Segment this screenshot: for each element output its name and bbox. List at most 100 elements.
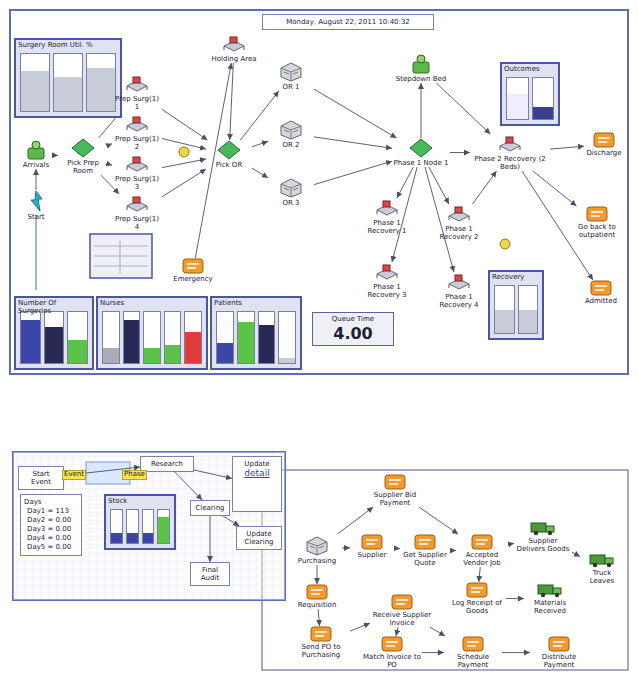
left-frame-ground xyxy=(13,452,285,600)
bar-track xyxy=(532,77,555,120)
process-icon: Phase 1 Recovery 4 xyxy=(428,272,490,309)
node-icon xyxy=(471,534,493,550)
diamond-outline xyxy=(409,138,433,158)
icon-shape xyxy=(531,523,546,532)
process-icon: Stepdown Bed xyxy=(394,54,448,83)
bar-track xyxy=(110,509,123,544)
node-label: Get Supplier Quote xyxy=(400,551,450,567)
flow-connector xyxy=(394,548,400,549)
node-icon xyxy=(278,176,304,198)
node-icon xyxy=(374,198,400,218)
chart-panel: Stock xyxy=(104,494,176,550)
node-label: Final Audit xyxy=(194,566,226,582)
icon-shape xyxy=(281,184,301,197)
bar-group xyxy=(20,311,88,364)
node-icon xyxy=(124,114,150,134)
node-label: Purchasing xyxy=(292,557,342,565)
icon-shape xyxy=(366,540,378,544)
process-box: Monday, August 22, 2011 10:40:32 xyxy=(262,14,434,30)
flow-connector xyxy=(422,652,444,653)
bar-track xyxy=(278,311,296,364)
node-label: Phase 1 Recovery 1 xyxy=(356,219,418,235)
node-label: Start xyxy=(18,213,54,221)
node-icon xyxy=(466,582,488,598)
node-icon xyxy=(391,594,413,610)
node-icon xyxy=(381,636,403,652)
node-icon xyxy=(124,74,150,94)
node-label: Discharge xyxy=(584,149,624,157)
bar-fill xyxy=(158,517,169,543)
node-label: Phase 1 Recovery 2 xyxy=(428,225,490,241)
node-label: Stock xyxy=(108,497,172,505)
process-icon: Holding Area xyxy=(208,34,260,63)
node-label: Surgery Room Util. % xyxy=(18,41,118,49)
bar-group xyxy=(110,509,170,544)
bar-fill xyxy=(143,533,154,543)
process-icon: Accepted Vendor Job xyxy=(456,534,508,567)
icon-shape xyxy=(534,531,538,535)
bar-group xyxy=(102,311,202,364)
icon-shape xyxy=(183,259,203,273)
icon-shape xyxy=(127,126,147,130)
left-frame xyxy=(13,452,285,600)
bar-track xyxy=(494,285,515,334)
bar-fill xyxy=(519,310,538,334)
icon-shape xyxy=(307,537,327,555)
process-icon: Prep Surg(1) 3 xyxy=(112,154,162,191)
process-icon: Phase 1 Recovery 3 xyxy=(356,262,418,299)
flow-connector xyxy=(162,109,207,140)
bar-track xyxy=(53,53,83,112)
bar-fill xyxy=(21,71,49,111)
bar-fill xyxy=(217,343,233,363)
icon-shape xyxy=(28,148,44,159)
process-icon: OR 3 xyxy=(268,176,314,207)
flow-connector xyxy=(210,516,211,562)
flow-connector xyxy=(533,171,576,206)
node-label: Number Of Surgeries xyxy=(18,299,90,315)
bar-track xyxy=(518,285,539,334)
process-icon: Arrivals xyxy=(16,140,56,169)
node-label: Prep Surg(1) 3 xyxy=(112,175,162,191)
flow-connector xyxy=(421,83,422,138)
process-icon: Prep Surg(1) 4 xyxy=(112,194,162,231)
node-label: Arrivals xyxy=(16,161,56,169)
node-icon xyxy=(278,60,304,82)
bar-group xyxy=(506,77,554,120)
node-label: Update Clearing xyxy=(240,530,278,546)
flow-connector xyxy=(506,598,524,599)
icon-shape xyxy=(32,141,40,149)
icon-shape xyxy=(281,63,301,81)
icon-shape xyxy=(449,284,469,288)
node-icon xyxy=(124,154,150,174)
flow-connector xyxy=(56,155,58,156)
bar-track xyxy=(123,311,141,364)
node-label: Recovery xyxy=(492,273,540,281)
icon-shape xyxy=(594,133,614,147)
flow-connector xyxy=(317,565,318,584)
process-icon: Phase 1 Recovery 1 xyxy=(356,198,418,235)
bar-fill xyxy=(68,340,87,363)
icon-shape xyxy=(553,642,565,646)
icon-shape xyxy=(386,642,398,646)
icon-shape xyxy=(127,166,147,170)
bar-track xyxy=(102,311,120,364)
icon-shape xyxy=(538,585,553,594)
table-cell: Day5 = 0.00 xyxy=(26,544,72,552)
process-icon: Match Invoice to PO xyxy=(362,636,422,669)
node-label: Queue Time xyxy=(317,315,389,323)
bar-fill xyxy=(533,107,554,119)
flow-connector xyxy=(162,169,206,197)
icon-shape xyxy=(463,637,483,651)
flow-connector xyxy=(429,167,449,204)
node-icon xyxy=(310,626,332,642)
flow-connector xyxy=(252,141,268,146)
flow-connector xyxy=(397,167,413,198)
bar-track xyxy=(126,509,139,544)
bar-group xyxy=(494,285,538,334)
node-label: Distribute Payment xyxy=(530,653,588,669)
flow-connector xyxy=(223,516,239,526)
flow-connector xyxy=(194,470,232,478)
process-icon: Send PO to Purchasing xyxy=(292,626,350,659)
flow-connector xyxy=(450,152,470,153)
node-label: Accepted Vendor Job xyxy=(456,551,508,567)
